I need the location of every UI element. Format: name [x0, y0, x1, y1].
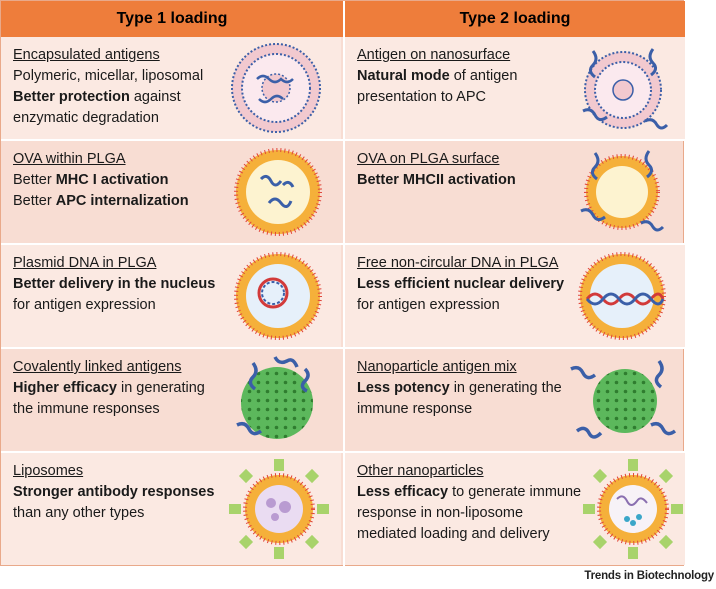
- cell-title: Other nanoparticles: [357, 463, 484, 479]
- cell-title: OVA within PLGA: [13, 151, 126, 167]
- cell-bold: Better protection: [13, 89, 130, 105]
- plasmid-dna-plga-icon: [234, 252, 322, 340]
- cell-pre: Better: [13, 193, 56, 209]
- other-nanoparticle-icon: [583, 459, 683, 559]
- cell-rest: of antigen presentation to APC: [357, 68, 518, 105]
- cell-title: Covalently linked antigens: [13, 359, 182, 375]
- cell-bold: Natural mode: [357, 68, 450, 84]
- cell-rest: against enzymatic degradation: [13, 89, 181, 126]
- cell-line: Polymeric, micellar, liposomal: [13, 68, 204, 84]
- cell-rest: to generate immune response in non-lipos…: [357, 484, 582, 542]
- cell-nanoparticle-antigen-mix: Nanoparticle antigen mix Less potency in…: [345, 349, 685, 451]
- cell-liposomes: Liposomes Stronger antibody responses th…: [1, 453, 341, 565]
- cell-plasmid-dna-in-plga: Plasmid DNA in PLGA Better delivery in t…: [1, 245, 341, 347]
- cell-bold: Stronger antibody responses: [13, 484, 215, 500]
- journal-credit: Trends in Biotechnology: [584, 570, 714, 582]
- cell-ova-on-plga-surface: OVA on PLGA surface Better MHCII activat…: [345, 141, 685, 243]
- cell-covalently-linked-antigens: Covalently linked antigens Higher effica…: [1, 349, 341, 451]
- cell-bold: Less efficient nuclear delivery: [357, 276, 565, 292]
- cell-rest: for antigen expression: [13, 297, 156, 313]
- cell-title: Liposomes: [13, 463, 84, 479]
- cell-bold: MHC I activation: [55, 172, 169, 188]
- header-type2: Type 2 loading: [345, 1, 685, 37]
- row-divider: [1, 243, 685, 245]
- cell-title: Antigen on nanosurface: [357, 47, 511, 63]
- cell-pre: Better: [13, 172, 56, 188]
- cell-title: Encapsulated antigens: [13, 47, 160, 63]
- row-divider: [1, 451, 685, 453]
- cell-antigen-on-nanosurface: Antigen on nanosurface Natural mode of a…: [345, 37, 685, 139]
- cell-other-nanoparticles: Other nanoparticles Less efficacy to gen…: [345, 453, 685, 565]
- linear-dna-plga-icon: [578, 252, 666, 340]
- cell-bold: Less efficacy: [357, 484, 449, 500]
- liposome-antibody-icon: [229, 459, 329, 559]
- header-type1: Type 1 loading: [1, 1, 343, 37]
- cell-bold: Higher efficacy: [13, 380, 117, 396]
- cell-rest: in generating the immune responses: [13, 380, 205, 417]
- cell-title: Free non-circular DNA in PLGA: [357, 255, 559, 271]
- cell-rest: in generating the immune response: [357, 380, 562, 417]
- plga-internal-ova-icon: [234, 148, 322, 236]
- cell-title: Plasmid DNA in PLGA: [13, 255, 157, 271]
- row-divider: [1, 139, 685, 141]
- cell-bold: Less potency: [357, 380, 450, 396]
- plga-surface-ova-icon: [580, 150, 665, 232]
- column-divider: [343, 1, 345, 567]
- row-divider: [1, 347, 685, 349]
- cell-rest: for antigen expression: [357, 297, 500, 313]
- cell-bold: Better MHCII activation: [357, 172, 516, 188]
- cell-bold: APC internalization: [55, 193, 189, 209]
- cell-title: Nanoparticle antigen mix: [357, 359, 517, 375]
- comparison-table: Type 1 loading Type 2 loading Encapsulat…: [0, 0, 685, 567]
- covalent-antigen-particle-icon: [236, 356, 313, 439]
- antigen-mix-particle-icon: [570, 359, 677, 439]
- cell-free-dna-in-plga: Free non-circular DNA in PLGA Less effic…: [345, 245, 685, 347]
- liposome-encapsulated-icon: [231, 43, 321, 133]
- cell-ova-within-plga: OVA within PLGA Better MHC I activation …: [1, 141, 341, 243]
- cell-rest: than any other types: [13, 505, 145, 521]
- cell-bold: Better delivery in the nucleus: [13, 276, 216, 292]
- surface-antigen-liposome-icon: [582, 48, 669, 130]
- cell-title: OVA on PLGA surface: [357, 151, 500, 167]
- cell-encapsulated-antigens: Encapsulated antigens Polymeric, micella…: [1, 37, 341, 139]
